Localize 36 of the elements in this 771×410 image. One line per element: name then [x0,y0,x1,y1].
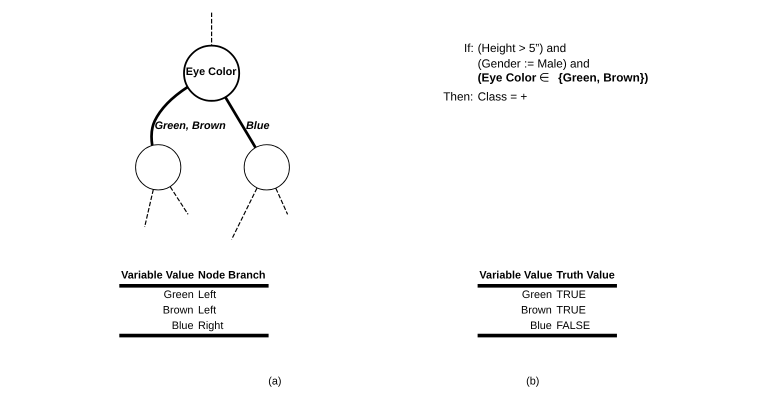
label: (Height > 5”) and [477,42,566,55]
label: (Gender := Male) and [477,57,590,70]
label: Brown [520,304,552,317]
label: (a) [268,376,282,388]
label: Blue [530,320,552,332]
label: FALSE [556,320,590,332]
label: Green [521,289,552,302]
connector [224,96,256,148]
label: Variable Value [120,269,194,282]
connector [210,12,212,46]
label: If: [464,42,474,55]
connector [150,86,188,146]
label: Left [198,304,216,317]
label: Variable Value [478,269,552,282]
connector [274,188,288,215]
edge-label: Blue [245,120,269,132]
label: Blue [171,320,194,332]
connector [169,186,188,215]
edge-label: Green, Brown [154,120,226,132]
label: (b) [526,376,539,388]
label: Left [198,289,216,302]
label: Then: [442,90,473,104]
label: TRUE [556,304,586,317]
connector [144,189,154,228]
label: Brown [162,304,193,317]
node-circle: Eye Color [182,44,240,102]
label: (Eye Color ∈ {Green, Brown}) [477,72,648,85]
label: Node Branch [198,269,266,282]
label: Green [163,289,194,302]
label: Truth Value [556,269,614,282]
label: Class = + [477,90,527,104]
label: Right [198,320,223,332]
connector [230,188,257,240]
node-circle [134,144,181,190]
node-circle [243,144,290,190]
label: TRUE [556,289,586,302]
